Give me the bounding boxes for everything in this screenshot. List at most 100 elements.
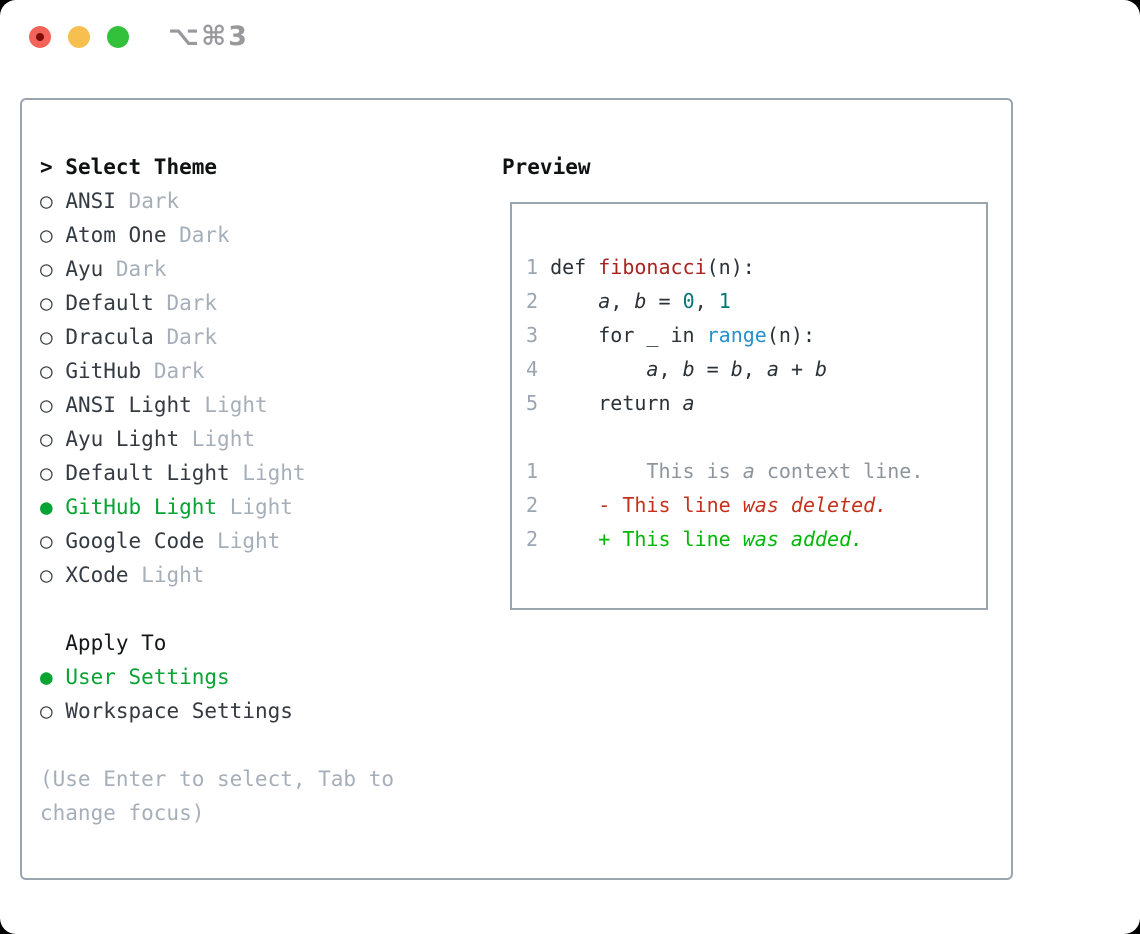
hint-text: (Use Enter to select, Tab to change focu… [40,767,395,825]
radio-icon: ● [40,665,53,689]
theme-option-ayu[interactable]: ○ Ayu Dark [40,252,480,286]
theme-variant: Dark [153,359,205,383]
line-number: 2 [526,527,539,551]
radio-icon: ○ [40,223,53,247]
radio-icon: ○ [40,699,53,723]
code-segment: b [730,357,743,381]
theme-option-ansi-light[interactable]: ○ ANSI Light Light [40,388,480,422]
theme-name: Google Code [65,529,205,553]
code-segment: , [658,357,683,381]
theme-name: ANSI Light [65,393,192,417]
theme-variant: Light [229,495,293,519]
code-line: 2 - This line was deleted. [526,488,986,522]
code-segment: - This line [538,493,743,517]
line-number: 5 [526,391,539,415]
code-segment: , [742,357,767,381]
close-button[interactable] [29,26,51,48]
radio-icon: ○ [40,291,53,315]
radio-icon: ● [40,495,53,519]
code-line: 2 + This line was added. [526,522,986,556]
theme-variant: Light [242,461,306,485]
preview-heading: Preview [502,155,591,179]
line-number: 2 [526,289,539,313]
code-line: 2 a, b = 0, 1 [526,284,986,318]
theme-option-xcode[interactable]: ○ XCode Light [40,558,480,592]
code-segment: (n): [766,323,816,347]
line-number: 1 [526,459,539,483]
apply-option-user-settings[interactable]: ● User Settings [40,660,480,694]
code-segment: a [682,391,695,415]
minimize-button[interactable] [68,26,90,48]
apply-option-workspace-settings[interactable]: ○ Workspace Settings [40,694,480,728]
theme-variant: Dark [166,325,218,349]
code-line: 5 return a [526,386,986,420]
theme-variant: Dark [179,223,230,247]
theme-option-atom-one[interactable]: ○ Atom One Dark [40,218,480,252]
apply-option-name: User Settings [65,665,230,689]
theme-option-github[interactable]: ○ GitHub Dark [40,354,480,388]
code-segment: a [646,357,659,381]
code-segment [538,289,598,313]
code-segment [538,357,646,381]
code-segment: was added. [742,527,864,551]
theme-variant: Light [204,393,268,417]
radio-icon: ○ [40,563,53,587]
line-number: 4 [526,357,539,381]
window-title: ⌥⌘3 [168,21,249,52]
line-number: 1 [526,255,539,279]
theme-option-dracula[interactable]: ○ Dracula Dark [40,320,480,354]
code-segment: b [682,357,695,381]
spacer [40,728,480,762]
theme-name: Ayu [65,257,104,281]
theme-list: ○ ANSI Dark○ Atom One Dark○ Ayu Dark○ De… [40,184,480,592]
apply-to-list: ● User Settings○ Workspace Settings [40,660,480,728]
code-segment: a [742,459,755,483]
code-blank-line [526,420,986,454]
code-segment: = [646,289,683,313]
close-dot-icon [36,33,44,41]
theme-name: Ayu Light [65,427,180,451]
radio-icon: ○ [40,325,53,349]
apply-option-name: Workspace Settings [65,699,293,723]
line-number: 3 [526,323,539,347]
theme-name: GitHub [65,359,142,383]
focus-caret-icon: > [40,155,66,179]
theme-option-ayu-light[interactable]: ○ Ayu Light Light [40,422,480,456]
code-segment: return [538,391,683,415]
code-segment: 1 [718,289,731,313]
radio-icon: ○ [40,393,53,417]
radio-icon: ○ [40,461,53,485]
theme-variant: Dark [166,291,218,315]
apply-to-header: Apply To [40,626,480,660]
code-segment: (n): [706,255,755,279]
code-segment: was deleted. [742,493,888,517]
code-segment: def [538,255,599,279]
radio-icon: ○ [40,359,53,383]
code-segment: a [598,289,611,313]
code-segment: b [815,357,828,381]
code-segment: b [634,289,647,313]
theme-variant: Light [141,563,205,587]
theme-variant: Dark [115,257,167,281]
theme-option-github-light[interactable]: ● GitHub Light Light [40,490,480,524]
theme-name: XCode [65,563,129,587]
zoom-button[interactable] [107,26,129,48]
code-segment: + [778,357,816,381]
select-theme-label: Select Theme [65,155,218,179]
theme-name: Default [65,291,154,315]
code-segment: , [610,289,635,313]
code-line: 3 for _ in range(n): [526,318,986,352]
code-segment: This is [538,459,743,483]
theme-name: GitHub Light [65,495,218,519]
theme-option-default[interactable]: ○ Default Dark [40,286,480,320]
theme-option-google-code[interactable]: ○ Google Code Light [40,524,480,558]
apply-to-label: Apply To [65,631,167,655]
theme-option-ansi[interactable]: ○ ANSI Dark [40,184,480,218]
code-segment: , [694,289,719,313]
theme-option-default-light[interactable]: ○ Default Light Light [40,456,480,490]
code-segment: 0 [682,289,695,313]
code-line: 1 This is a context line. [526,454,986,488]
